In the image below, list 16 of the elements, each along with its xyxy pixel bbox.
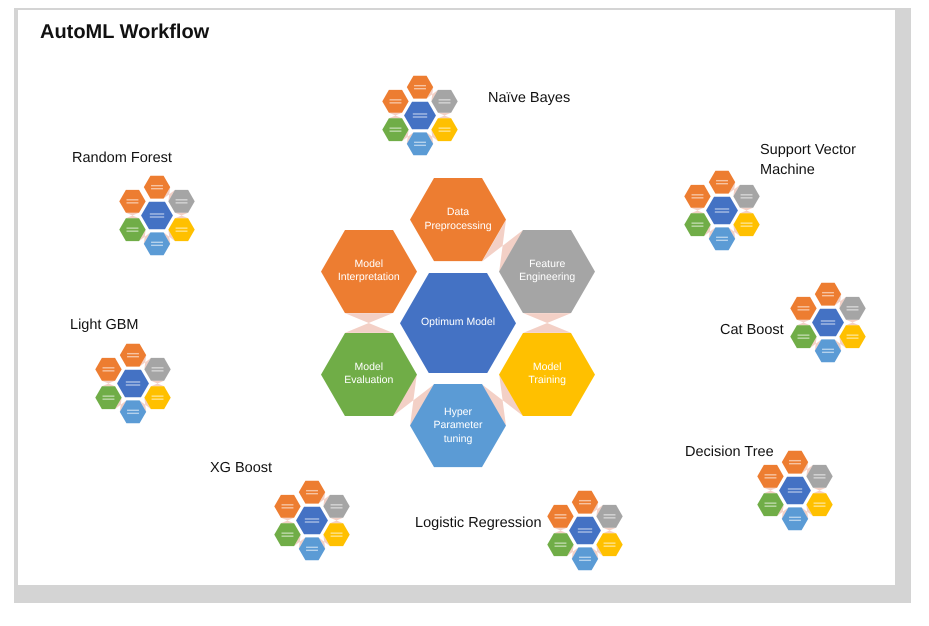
process-hexagon: Hyper Parameter tuning <box>410 384 506 468</box>
algorithm-name: Random Forest <box>72 149 172 168</box>
process-hexagon: Model Interpretation <box>320 230 417 314</box>
process-hexagon: Data Preprocessing <box>410 178 506 262</box>
process-hexagon: Model Training <box>499 332 596 416</box>
algorithm-name: Decision Tree <box>685 443 774 462</box>
algorithm-name: Support Vector Machine <box>760 141 857 180</box>
process-hexagon: Optimum Model <box>400 272 516 374</box>
algorithm-name: Cat Boost <box>720 321 784 340</box>
process-hexagon: Model Evaluation <box>320 332 417 416</box>
algorithm-name: XG Boost <box>210 459 272 478</box>
algorithm-name: Naïve Bayes <box>488 89 570 108</box>
title: AutoML Workflow <box>40 21 210 44</box>
algorithm-name: Logistic Regression <box>415 514 542 533</box>
algorithm-name: Light GBM <box>70 316 138 335</box>
process-hexagon: Feature Engineering <box>499 230 596 314</box>
